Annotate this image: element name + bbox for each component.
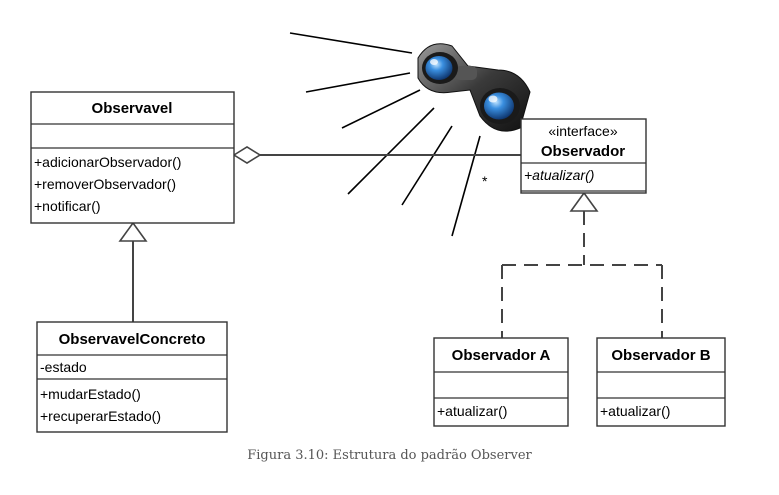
interface-stereotype: «interface»: [548, 123, 617, 139]
class-observavel-concreto: ObservavelConcreto -estado +mudarEstado(…: [36, 321, 228, 433]
attribute-estado: -estado: [40, 359, 87, 375]
observer-class-diagram: * Observavel +adicionarObservador() +rem…: [30, 32, 726, 433]
binocular-rays: [289, 32, 481, 237]
class-observavel-name: Observavel: [92, 100, 173, 117]
method-notificar: +notificar(): [34, 198, 101, 214]
class-observador-a-name: Observador A: [452, 347, 551, 364]
method-recuperar-estado: +recuperarEstado(): [40, 408, 161, 424]
method-mudar-estado: +mudarEstado(): [40, 386, 141, 402]
interface-observador: «interface» Observador +atualizar(): [520, 118, 647, 194]
observador-a-method-atualizar: +atualizar(): [437, 403, 507, 419]
realization-observador: [501, 191, 663, 338]
method-remover-observador: +removerObservador(): [34, 176, 176, 192]
class-observavel: Observavel +adicionarObservador() +remov…: [30, 91, 235, 224]
interface-method-atualizar: +atualizar(): [524, 167, 594, 183]
interface-observador-name: Observador: [541, 143, 625, 160]
observador-b-method-atualizar: +atualizar(): [600, 403, 670, 419]
class-observador-b-name: Observador B: [611, 347, 710, 364]
class-observador-a: Observador A +atualizar(): [433, 337, 569, 427]
aggregation-association: [232, 146, 521, 164]
method-adicionar-observador: +adicionarObservador(): [34, 154, 181, 170]
binoculars-icon: [417, 43, 531, 132]
multiplicity-label: *: [482, 173, 488, 189]
class-observavel-concreto-name: ObservavelConcreto: [59, 331, 206, 348]
figure-caption: Figura 3.10: Estrutura do padrão Observe…: [247, 448, 532, 463]
class-observador-b: Observador B +atualizar(): [596, 337, 726, 427]
inheritance-observavel: [118, 221, 148, 322]
